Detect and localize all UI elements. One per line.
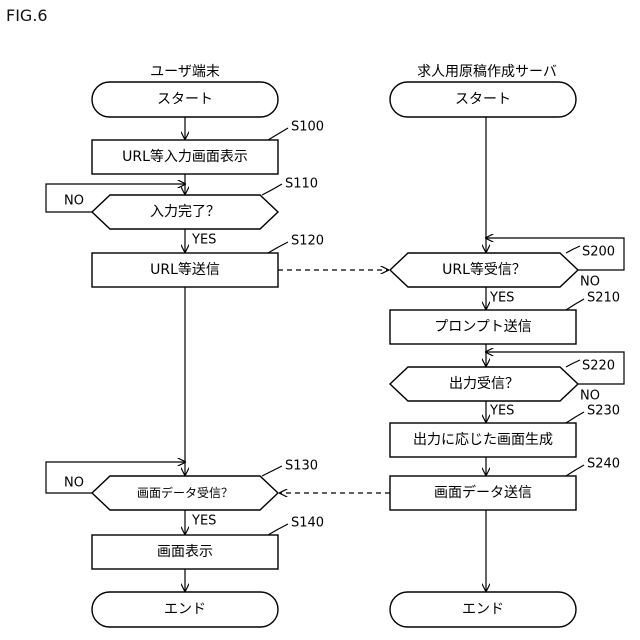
- s100-step: S100: [291, 120, 324, 135]
- s130-yes-label: YES: [191, 514, 216, 529]
- s230-step: S230: [587, 404, 620, 419]
- s140-leader: [268, 524, 288, 535]
- right-end-terminal: エンド: [390, 592, 576, 627]
- s140-label: 画面表示: [157, 544, 213, 560]
- s220-label: 出力受信？: [449, 376, 519, 392]
- s120-step: S120: [291, 234, 324, 249]
- s220-no-label: NO: [580, 389, 600, 404]
- s240-label: 画面データ送信: [434, 484, 532, 501]
- s220-yes-label: YES: [489, 404, 514, 419]
- s200-label: URL等受信？: [442, 261, 526, 278]
- column-header-user-terminal: ユーザ端末: [150, 64, 220, 80]
- s110-no-label: NO: [64, 194, 84, 209]
- s200-no-label: NO: [580, 275, 600, 290]
- s200-leader: [566, 246, 580, 253]
- right-start-terminal: スタート: [390, 82, 576, 117]
- s110-label: 入力完了？: [150, 204, 220, 220]
- decision-s130: 画面データ受信？ S130: [92, 459, 318, 511]
- s110-leader: [262, 184, 282, 195]
- s110-step: S110: [285, 177, 318, 192]
- s240-leader: [566, 465, 584, 476]
- s120-leader: [268, 242, 288, 253]
- s130-label: 画面データ受信？: [137, 485, 233, 500]
- s230-label: 出力に応じた画面生成: [413, 432, 553, 448]
- step-s240: 画面データ送信 S240: [390, 457, 620, 511]
- s130-leader: [262, 466, 282, 476]
- s110-yes-label: YES: [191, 233, 216, 248]
- column-header-server: 求人用原稿作成サーバ: [417, 64, 557, 80]
- s210-step: S210: [587, 291, 620, 306]
- s100-leader: [268, 128, 288, 140]
- s220-leader: [566, 360, 580, 367]
- left-start-label: スタート: [157, 92, 213, 108]
- s200-step: S200: [582, 245, 615, 260]
- left-start-terminal: スタート: [92, 82, 278, 117]
- s140-step: S140: [291, 516, 324, 531]
- right-end-label: エンド: [462, 602, 504, 618]
- s130-step: S130: [285, 459, 318, 474]
- s210-label: プロンプト送信: [434, 319, 532, 335]
- s200-yes-label: YES: [489, 291, 514, 306]
- left-end-label: エンド: [164, 602, 206, 618]
- left-end-terminal: エンド: [92, 592, 278, 627]
- s220-step: S220: [582, 359, 615, 374]
- s230-leader: [566, 412, 584, 423]
- s240-step: S240: [587, 457, 620, 472]
- right-start-label: スタート: [455, 92, 511, 108]
- s120-label: URL等送信: [150, 261, 220, 278]
- s210-leader: [566, 299, 584, 310]
- s100-label: URL等入力画面表示: [122, 148, 248, 165]
- step-s100: URL等入力画面表示 S100: [92, 120, 324, 175]
- s130-no-label: NO: [64, 476, 84, 491]
